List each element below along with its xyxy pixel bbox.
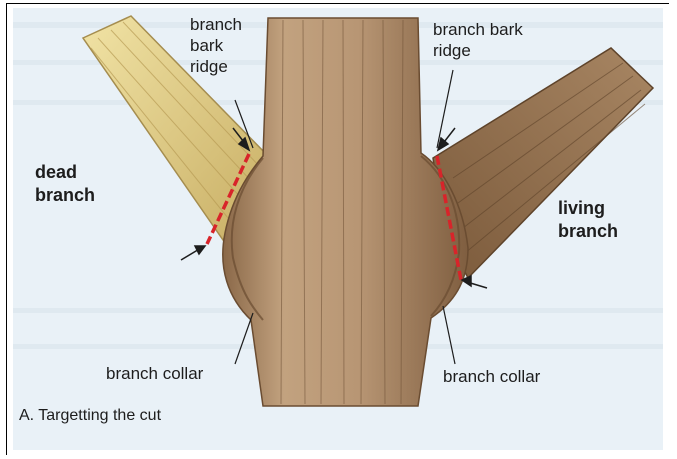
figure-caption: A. Targetting the cut bbox=[19, 405, 161, 426]
label-branch-collar-left: branch collar bbox=[106, 363, 203, 384]
diagram-panel: branch bark ridge branch bark ridge dead… bbox=[13, 8, 663, 450]
leader-right-ridge bbox=[437, 70, 453, 148]
label-branch-collar-right: branch collar bbox=[443, 366, 540, 387]
label-branch-bark-ridge-left: branch bark ridge bbox=[190, 14, 242, 77]
label-dead-branch: dead branch bbox=[35, 161, 95, 207]
leader-left-collar bbox=[235, 313, 253, 364]
leader-right-collar bbox=[443, 306, 455, 364]
label-living-branch: living branch bbox=[558, 197, 618, 243]
label-branch-bark-ridge-right: branch bark ridge bbox=[433, 19, 523, 61]
